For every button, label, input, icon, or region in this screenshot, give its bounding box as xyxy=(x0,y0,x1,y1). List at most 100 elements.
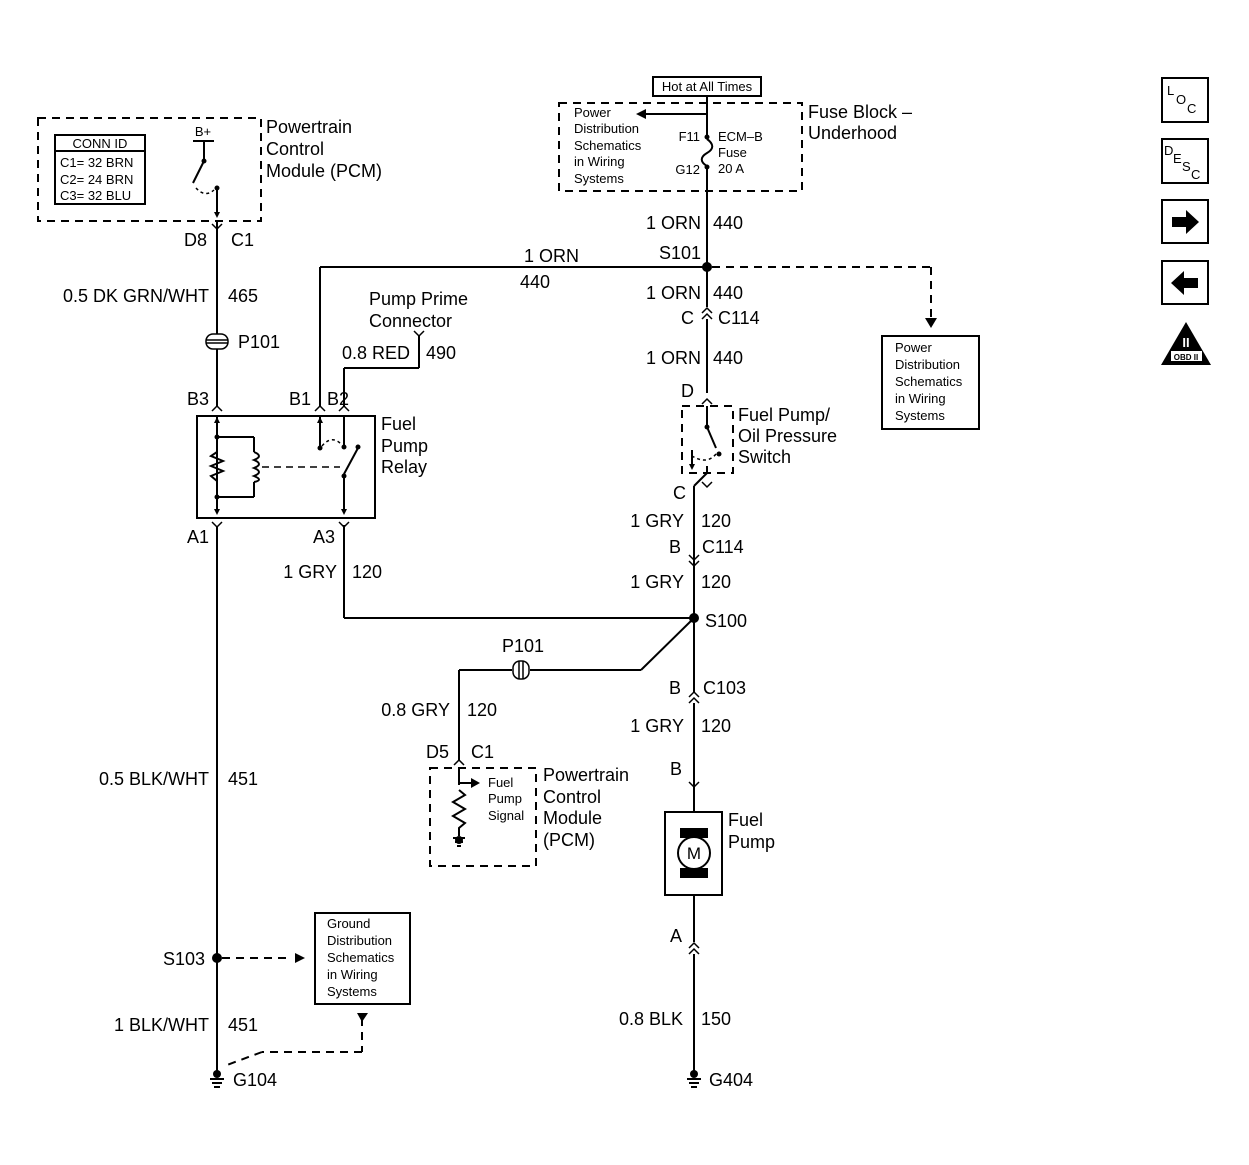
svg-text:Fuel: Fuel xyxy=(381,414,416,434)
pump-prime-connector[interactable] xyxy=(413,330,425,338)
svg-text:Module (PCM): Module (PCM) xyxy=(266,161,382,181)
svg-text:C103: C103 xyxy=(703,678,746,698)
svg-text:Distribution: Distribution xyxy=(574,121,639,136)
svg-text:C1= 32 BRN: C1= 32 BRN xyxy=(60,155,133,170)
svg-text:Oil Pressure: Oil Pressure xyxy=(738,426,837,446)
svg-text:120: 120 xyxy=(701,716,731,736)
connector-c114-b xyxy=(688,554,700,568)
svg-text:150: 150 xyxy=(701,1009,731,1029)
ecm-b-fuse-icon xyxy=(700,138,714,167)
back-arrow-icon[interactable] xyxy=(1161,260,1209,305)
svg-text:Power: Power xyxy=(895,340,933,355)
svg-text:D8: D8 xyxy=(184,230,207,250)
power-distribution-reference[interactable]: Power Distribution Schematics in Wiring … xyxy=(881,335,980,430)
svg-text:1 GRY: 1 GRY xyxy=(630,511,684,531)
connector-c103 xyxy=(688,690,700,704)
svg-text:C: C xyxy=(673,483,686,503)
svg-text:Systems: Systems xyxy=(574,171,624,186)
svg-text:B: B xyxy=(669,537,681,557)
svg-text:Fuel Pump/: Fuel Pump/ xyxy=(738,405,830,425)
svg-text:440: 440 xyxy=(713,283,743,303)
svg-text:Connector: Connector xyxy=(369,311,452,331)
svg-text:Powertrain: Powertrain xyxy=(266,117,352,137)
motor-icon: M xyxy=(687,844,701,863)
svg-text:Underhood: Underhood xyxy=(808,123,897,143)
svg-text:D: D xyxy=(681,381,694,401)
svg-text:E: E xyxy=(1173,151,1182,166)
svg-text:Distribution: Distribution xyxy=(327,933,392,948)
svg-text:Systems: Systems xyxy=(327,984,377,999)
svg-text:451: 451 xyxy=(228,1015,258,1035)
svg-text:120: 120 xyxy=(467,700,497,720)
svg-text:1 ORN: 1 ORN xyxy=(524,246,579,266)
desc-icon[interactable]: D E S C xyxy=(1161,138,1209,184)
inline-connector-p101-signal xyxy=(512,660,530,680)
svg-text:in Wiring: in Wiring xyxy=(574,154,625,169)
svg-text:C114: C114 xyxy=(702,537,744,557)
fuel-pump-relay: Fuel Pump Relay xyxy=(196,414,428,519)
svg-text:440: 440 xyxy=(520,272,550,292)
obd-ii-icon[interactable]: II OBD II xyxy=(1161,322,1211,365)
svg-text:ECM–B: ECM–B xyxy=(718,129,763,144)
svg-text:C3= 32 BLU: C3= 32 BLU xyxy=(60,188,131,203)
svg-text:S103: S103 xyxy=(163,949,205,969)
svg-text:Fuse: Fuse xyxy=(718,145,747,160)
svg-text:S101: S101 xyxy=(659,243,701,263)
svg-text:A1: A1 xyxy=(187,527,209,547)
svg-text:Module: Module xyxy=(543,808,602,828)
svg-text:0.8 BLK: 0.8 BLK xyxy=(619,1009,683,1029)
svg-text:B3: B3 xyxy=(187,389,209,409)
svg-text:0.8 RED: 0.8 RED xyxy=(342,343,410,363)
svg-text:1 GRY: 1 GRY xyxy=(630,716,684,736)
fuel-pump-oil-pressure-switch: Fuel Pump/ Oil Pressure Switch xyxy=(681,405,837,474)
svg-text:C: C xyxy=(1191,167,1200,182)
svg-text:F11: F11 xyxy=(679,129,700,144)
loc-icon[interactable]: L O C xyxy=(1161,77,1209,123)
svg-text:20 A: 20 A xyxy=(718,161,744,176)
svg-text:Power: Power xyxy=(574,105,612,120)
svg-text:1 ORN: 1 ORN xyxy=(646,213,701,233)
svg-text:C114: C114 xyxy=(718,308,760,328)
svg-text:OBD II: OBD II xyxy=(1174,353,1198,362)
svg-text:Powertrain: Powertrain xyxy=(543,765,629,785)
svg-text:O: O xyxy=(1176,92,1186,107)
svg-text:Fuel: Fuel xyxy=(488,775,513,790)
svg-text:1 BLK/WHT: 1 BLK/WHT xyxy=(114,1015,209,1035)
svg-text:P101: P101 xyxy=(238,332,280,352)
svg-text:Pump: Pump xyxy=(381,436,428,456)
relay-resistor-icon xyxy=(208,451,226,482)
svg-text:in Wiring: in Wiring xyxy=(327,967,378,982)
svg-text:Switch: Switch xyxy=(738,447,791,467)
svg-text:II: II xyxy=(1182,335,1189,350)
ground-distribution-reference[interactable]: Ground Distribution Schematics in Wiring… xyxy=(314,912,411,1005)
svg-text:CONN ID: CONN ID xyxy=(73,136,128,151)
svg-text:D: D xyxy=(1164,143,1173,158)
svg-text:S: S xyxy=(1182,159,1191,174)
svg-text:120: 120 xyxy=(701,572,731,592)
svg-text:120: 120 xyxy=(352,562,382,582)
svg-text:P101: P101 xyxy=(502,636,544,656)
next-arrow-icon[interactable] xyxy=(1161,199,1209,244)
svg-text:D5: D5 xyxy=(426,742,449,762)
ground-g104-icon xyxy=(210,1070,224,1088)
svg-text:0.5 BLK/WHT: 0.5 BLK/WHT xyxy=(99,769,209,789)
svg-text:G404: G404 xyxy=(709,1070,753,1090)
svg-text:B2: B2 xyxy=(327,389,349,409)
svg-text:C1: C1 xyxy=(471,742,494,762)
svg-text:Pump Prime: Pump Prime xyxy=(369,289,468,309)
svg-text:Schematics: Schematics xyxy=(895,374,963,389)
svg-text:A3: A3 xyxy=(313,527,335,547)
svg-text:440: 440 xyxy=(713,348,743,368)
conn-id-table: CONN ID C1= 32 BRN C2= 24 BRN C3= 32 BLU xyxy=(54,134,146,205)
svg-text:0.5 DK GRN/WHT: 0.5 DK GRN/WHT xyxy=(63,286,209,306)
svg-text:Control: Control xyxy=(266,139,324,159)
svg-text:465: 465 xyxy=(228,286,258,306)
svg-text:C: C xyxy=(1187,101,1196,116)
connector-c114-c xyxy=(701,306,713,320)
splice-s103 xyxy=(212,953,222,963)
svg-text:A: A xyxy=(670,926,682,946)
svg-text:Ground: Ground xyxy=(327,916,370,931)
svg-text:B: B xyxy=(670,759,682,779)
ground-g404-icon xyxy=(687,1070,701,1088)
